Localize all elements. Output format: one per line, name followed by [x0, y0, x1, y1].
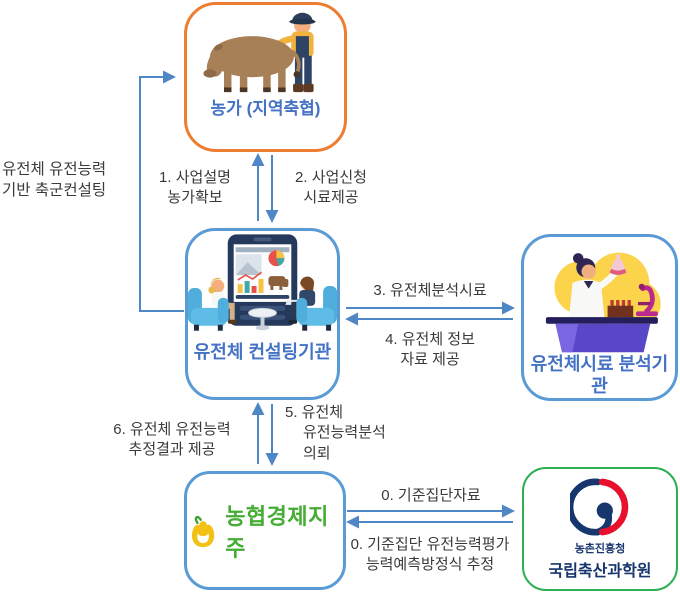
consulting-title-line2: 컨설팅기관: [248, 342, 332, 362]
side-note-line1: 유전체 유전능력: [2, 161, 107, 178]
microscope-shape: [635, 283, 658, 317]
node-farm[interactable]: 농가 (지역축협): [184, 2, 347, 152]
farmer-shape: [271, 12, 315, 93]
step6-line1: 6. 유전체 유전능력: [113, 421, 231, 438]
farm-title: 농가 (지역축협): [211, 99, 321, 120]
label-step0b: 0. 기준집단 유전능력평가 능력예측방정식 추정: [334, 535, 526, 576]
label-step4: 4. 유전체 정보 자료 제공: [352, 330, 508, 371]
step3-line1: 3. 유전체분석시료: [373, 282, 487, 299]
nh-logo-text: 농협경제지주: [225, 503, 329, 561]
analysis-title-line2: 분석기관: [591, 354, 669, 397]
label-step6: 6. 유전체 유전능력 추정결과 제공: [104, 420, 240, 461]
label-step2: 2. 사업신청 시료제공: [284, 168, 378, 209]
label-step3: 3. 유전체분석시료: [352, 281, 508, 301]
farmer-cow-illustration: [202, 12, 315, 93]
step0b-line2: 능력예측방정식 추정: [365, 556, 495, 574]
step0a-line1: 0. 기준집단자료: [381, 487, 481, 504]
node-analysis[interactable]: 유전체시료 분석기관: [521, 234, 678, 401]
step5-line1: 5. 유전체: [285, 404, 344, 421]
node-rda[interactable]: 농촌진흥청 국립축산과학원: [522, 467, 678, 591]
step2-line2: 시료제공: [303, 189, 359, 207]
node-nh[interactable]: 농협경제지주: [184, 471, 346, 590]
korea-gov-emblem: [570, 478, 629, 536]
test-tubes-shape: [607, 300, 633, 318]
step2-line1: 2. 사업신청: [295, 169, 367, 186]
armchairs-shape: [188, 286, 337, 331]
table-shape: [248, 307, 277, 331]
cow-shape: [202, 36, 301, 93]
step5-line3: 의뢰: [303, 444, 331, 462]
step5-line2: 유전능력분석: [303, 424, 386, 442]
consulting-title-line1: 유전체: [193, 342, 244, 362]
scientist-shape: [568, 253, 627, 321]
analysis-title-line1: 유전체시료: [530, 354, 614, 375]
rda-org-small: 농촌진흥청: [574, 543, 626, 555]
consulting-title: 유전체 컨설팅기관: [194, 342, 332, 364]
farm-title-line1: 농가: [210, 99, 242, 118]
farm-title-line2: (지역축협): [246, 99, 321, 118]
step1-line2: 농가확보: [167, 189, 223, 207]
step6-line2: 추정결과 제공: [128, 441, 216, 459]
analysis-title: 유전체시료 분석기관: [524, 354, 675, 398]
desk-shape: [545, 317, 658, 353]
scientist-lab-illustration: [545, 252, 661, 353]
side-note-line2: 기반 축군컨설팅: [2, 181, 107, 199]
step1-line1: 1. 사업설명: [159, 169, 231, 186]
label-step1: 1. 사업설명 농가확보: [148, 168, 242, 209]
side-note: 유전체 유전능력 기반 축군컨설팅: [2, 160, 138, 202]
label-step5: 5. 유전체 유전능력분석 의뢰: [285, 403, 417, 464]
step4-line2: 자료 제공: [400, 351, 460, 369]
node-consulting[interactable]: 유전체 컨설팅기관: [185, 228, 340, 400]
consulting-meeting-illustration: [188, 234, 337, 331]
rda-org-large: 국립축산과학원: [548, 563, 652, 580]
step0b-line1: 0. 기준집단 유전능력평가: [350, 536, 510, 553]
step4-line1: 4. 유전체 정보: [385, 331, 475, 348]
nh-sprout-logo: [191, 515, 215, 547]
label-step0a: 0. 기준집단자료: [352, 486, 510, 506]
